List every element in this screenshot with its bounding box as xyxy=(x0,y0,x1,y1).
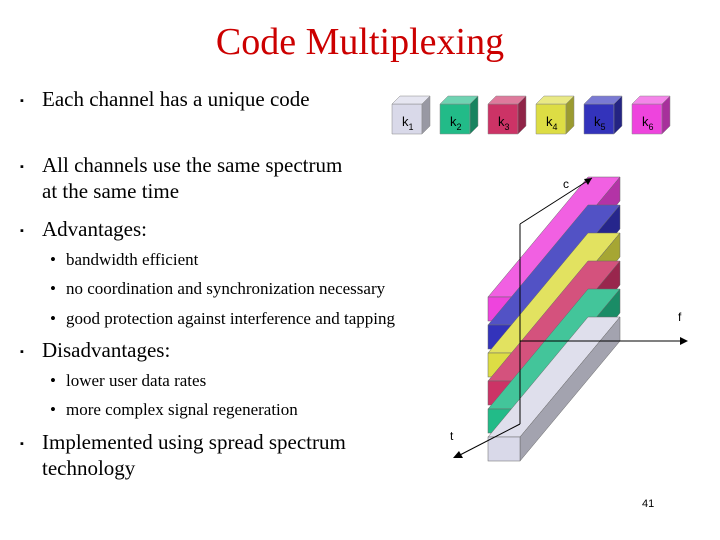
cube-side xyxy=(661,95,671,135)
code-cube-k4: k4 xyxy=(535,95,575,135)
t-axis-line xyxy=(457,423,521,457)
advantage-item: •good protection against interference an… xyxy=(50,309,396,328)
bullet-marker: ▪ xyxy=(20,225,24,237)
disadvantage-item: •more complex signal regeneration xyxy=(50,400,298,419)
f-axis-arrow xyxy=(680,337,688,345)
code-label: k5 xyxy=(594,114,606,132)
c-axis-arrow xyxy=(584,178,592,185)
code-label: k3 xyxy=(498,114,510,132)
code-cube-k1: k1 xyxy=(391,95,431,135)
advantage-item: •bandwidth efficient xyxy=(50,250,199,269)
cube-side xyxy=(469,95,479,135)
channel-bars xyxy=(487,176,621,462)
disadvantage-item: •lower user data rates xyxy=(50,371,207,390)
slide-title: Code Multiplexing xyxy=(215,21,505,63)
t-axis-arrow xyxy=(453,451,463,458)
code-subscript: 3 xyxy=(505,122,510,132)
code-cube-k6: k6 xyxy=(631,95,671,135)
bar-front xyxy=(487,436,521,462)
cube-side xyxy=(613,95,623,135)
axes: c f t xyxy=(450,177,688,458)
channel-bar-k1 xyxy=(487,316,621,462)
c-axis-line xyxy=(519,177,593,225)
code-cube-k5: k5 xyxy=(583,95,623,135)
cube-side xyxy=(517,95,527,135)
code-label: k2 xyxy=(450,114,462,132)
code-subscript: 5 xyxy=(601,122,606,132)
bullet-marker: ▪ xyxy=(20,346,24,358)
code-label: k1 xyxy=(402,114,414,132)
t-axis-label: t xyxy=(450,429,454,443)
bullet-advantages: Advantages: xyxy=(42,217,147,241)
code-label: k6 xyxy=(642,114,654,132)
code-cubes: k1 k2 k3 k4 k5 k6 xyxy=(391,95,671,135)
code-subscript: 2 xyxy=(457,122,462,132)
cube-side xyxy=(421,95,431,135)
bullet-same-spectrum: All channels use the same spectrum at th… xyxy=(42,153,343,203)
bullet-marker: ▪ xyxy=(20,95,24,107)
code-subscript: 4 xyxy=(553,122,558,132)
code-cube-k2: k2 xyxy=(439,95,479,135)
c-axis-label: c xyxy=(563,177,569,191)
bullet-spread-spectrum: Implemented using spread spectrum techno… xyxy=(42,430,346,480)
advantage-item: •no coordination and synchronization nec… xyxy=(50,279,386,298)
page-number: 41 xyxy=(642,498,655,510)
bullet-unique-code: Each channel has a unique code xyxy=(42,87,310,111)
f-axis-label: f xyxy=(678,310,682,324)
bullet-marker: ▪ xyxy=(20,438,24,450)
code-subscript: 1 xyxy=(409,122,414,132)
code-cube-k3: k3 xyxy=(487,95,527,135)
bullet-disadvantages: Disadvantages: xyxy=(42,338,171,362)
cube-side xyxy=(565,95,575,135)
bullet-marker: ▪ xyxy=(20,161,24,173)
code-subscript: 6 xyxy=(649,122,654,132)
code-label: k4 xyxy=(546,114,558,132)
